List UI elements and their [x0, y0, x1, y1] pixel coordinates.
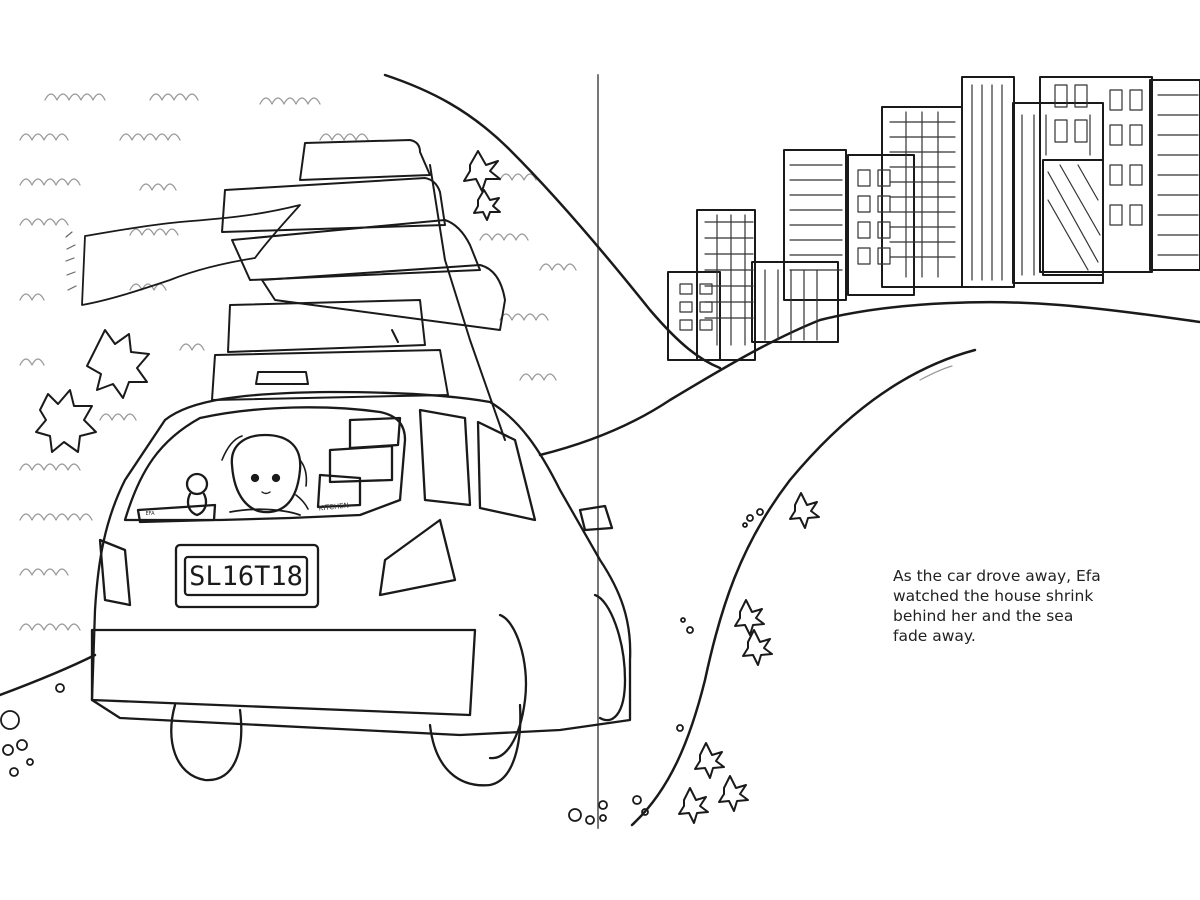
- story-caption: As the car drove away, Efa watched the h…: [893, 566, 1133, 646]
- city-skyline: [667, 76, 1200, 361]
- luggage-stack: [211, 139, 506, 401]
- scarf: [81, 204, 301, 306]
- license-plate-text: SL16T18: [189, 561, 303, 592]
- box-label-text: KITCHEN: [318, 501, 349, 512]
- grass-texture: [19, 93, 577, 631]
- caption-line: fade away.: [893, 627, 976, 645]
- caption-line: behind her and the sea: [893, 607, 1074, 625]
- flowers: [35, 150, 820, 824]
- road-top-edge: [538, 300, 1200, 457]
- road-inner-curve: [630, 348, 977, 827]
- caption-line: watched the house shrink: [893, 587, 1094, 605]
- car: [90, 390, 632, 787]
- rope: [429, 164, 506, 441]
- small-box-label-text: EFA: [146, 511, 156, 517]
- road-left-edge: [0, 653, 97, 697]
- pebbles: [0, 508, 764, 825]
- road-inner-mark: [919, 365, 953, 381]
- caption-line: As the car drove away, Efa: [893, 567, 1101, 585]
- hill-outline: [383, 73, 722, 370]
